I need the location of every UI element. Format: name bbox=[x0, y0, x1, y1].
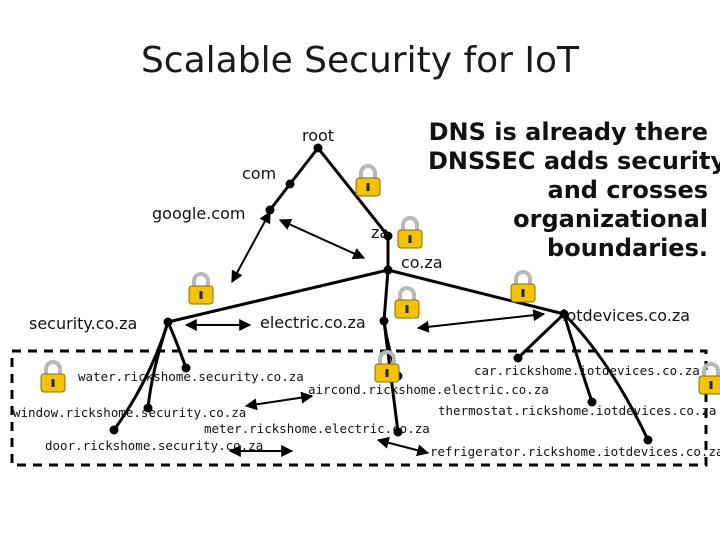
lock-icon bbox=[40, 360, 66, 393]
lock-icon bbox=[188, 272, 214, 305]
node-za bbox=[383, 231, 393, 241]
edge-security-water bbox=[166, 321, 188, 369]
node-refrigerator bbox=[643, 435, 653, 445]
edge-coza-electric bbox=[382, 269, 390, 322]
edge-coza-security bbox=[167, 268, 389, 324]
arrow-google-za bbox=[278, 218, 366, 260]
node-window bbox=[143, 403, 153, 413]
note-line-3: and crosses bbox=[547, 176, 709, 204]
lock-icon bbox=[394, 286, 420, 319]
lock-icon bbox=[698, 362, 720, 395]
label-thermostat: thermostat.rickshome.iotdevices.co.za bbox=[438, 403, 717, 418]
label-root: root bbox=[302, 126, 335, 145]
edge-root-za bbox=[316, 147, 390, 237]
lock-icon bbox=[374, 350, 400, 383]
slide-title: Scalable Security for IoT bbox=[140, 40, 580, 81]
node-electric bbox=[379, 316, 389, 326]
node-water bbox=[181, 363, 191, 373]
label-electric: electric.co.za bbox=[260, 313, 366, 332]
label-coza: co.za bbox=[401, 253, 443, 272]
label-refrigerator: refrigerator.rickshome.iotdevices.co.za bbox=[430, 444, 720, 459]
note-line-1: DNS is already there bbox=[428, 118, 708, 146]
node-door bbox=[109, 425, 119, 435]
arrow-google-security bbox=[231, 210, 271, 284]
node-google bbox=[265, 205, 275, 215]
note-line-4: organizational bbox=[513, 205, 708, 233]
label-com: com bbox=[242, 164, 277, 183]
lock-icon bbox=[397, 216, 423, 249]
label-google: google.com bbox=[152, 204, 246, 223]
edge-iot-refrigerator bbox=[562, 312, 650, 441]
label-window: window.rickshome.security.co.za bbox=[13, 405, 247, 420]
dnssec-note: DNS is already there DNSSEC adds securit… bbox=[428, 118, 720, 263]
edge-security-door bbox=[112, 321, 170, 431]
node-meter bbox=[393, 427, 403, 437]
lock-icon bbox=[510, 270, 536, 303]
label-aircond: aircond.rickshome.electric.co.za bbox=[308, 382, 549, 397]
node-car bbox=[513, 353, 523, 363]
node-thermostat bbox=[587, 397, 597, 407]
node-coza bbox=[383, 265, 393, 275]
arrow-meter-refrigerator bbox=[376, 436, 430, 457]
node-root bbox=[313, 143, 323, 153]
lock-icon bbox=[355, 164, 381, 197]
home-boundary bbox=[10, 349, 708, 467]
label-door: door.rickshome.security.co.za bbox=[45, 438, 264, 453]
label-security: security.co.za bbox=[29, 314, 138, 333]
arrows bbox=[184, 210, 546, 457]
note-line-2: DNSSEC adds security bbox=[428, 147, 720, 175]
note-line-5: boundaries. bbox=[547, 234, 708, 262]
label-car: car.rickshome.iotdevices.co.za bbox=[474, 363, 700, 378]
edge-iot-thermostat bbox=[562, 313, 594, 403]
node-com bbox=[285, 179, 295, 189]
label-water: water.rickshome.security.co.za bbox=[78, 369, 304, 384]
edge-root-com bbox=[288, 147, 320, 185]
node-security bbox=[163, 317, 173, 327]
arrow-electric-iot bbox=[416, 309, 546, 333]
label-za: za bbox=[371, 223, 390, 242]
edge-com-google bbox=[268, 183, 292, 211]
label-meter: meter.rickshome.electric.co.za bbox=[204, 421, 430, 436]
label-iotdevices: iotdevices.co.za bbox=[562, 306, 691, 325]
edge-coza-iot bbox=[387, 268, 565, 316]
arrow-window-aircond bbox=[244, 391, 314, 411]
node-iotdevices bbox=[559, 309, 569, 319]
